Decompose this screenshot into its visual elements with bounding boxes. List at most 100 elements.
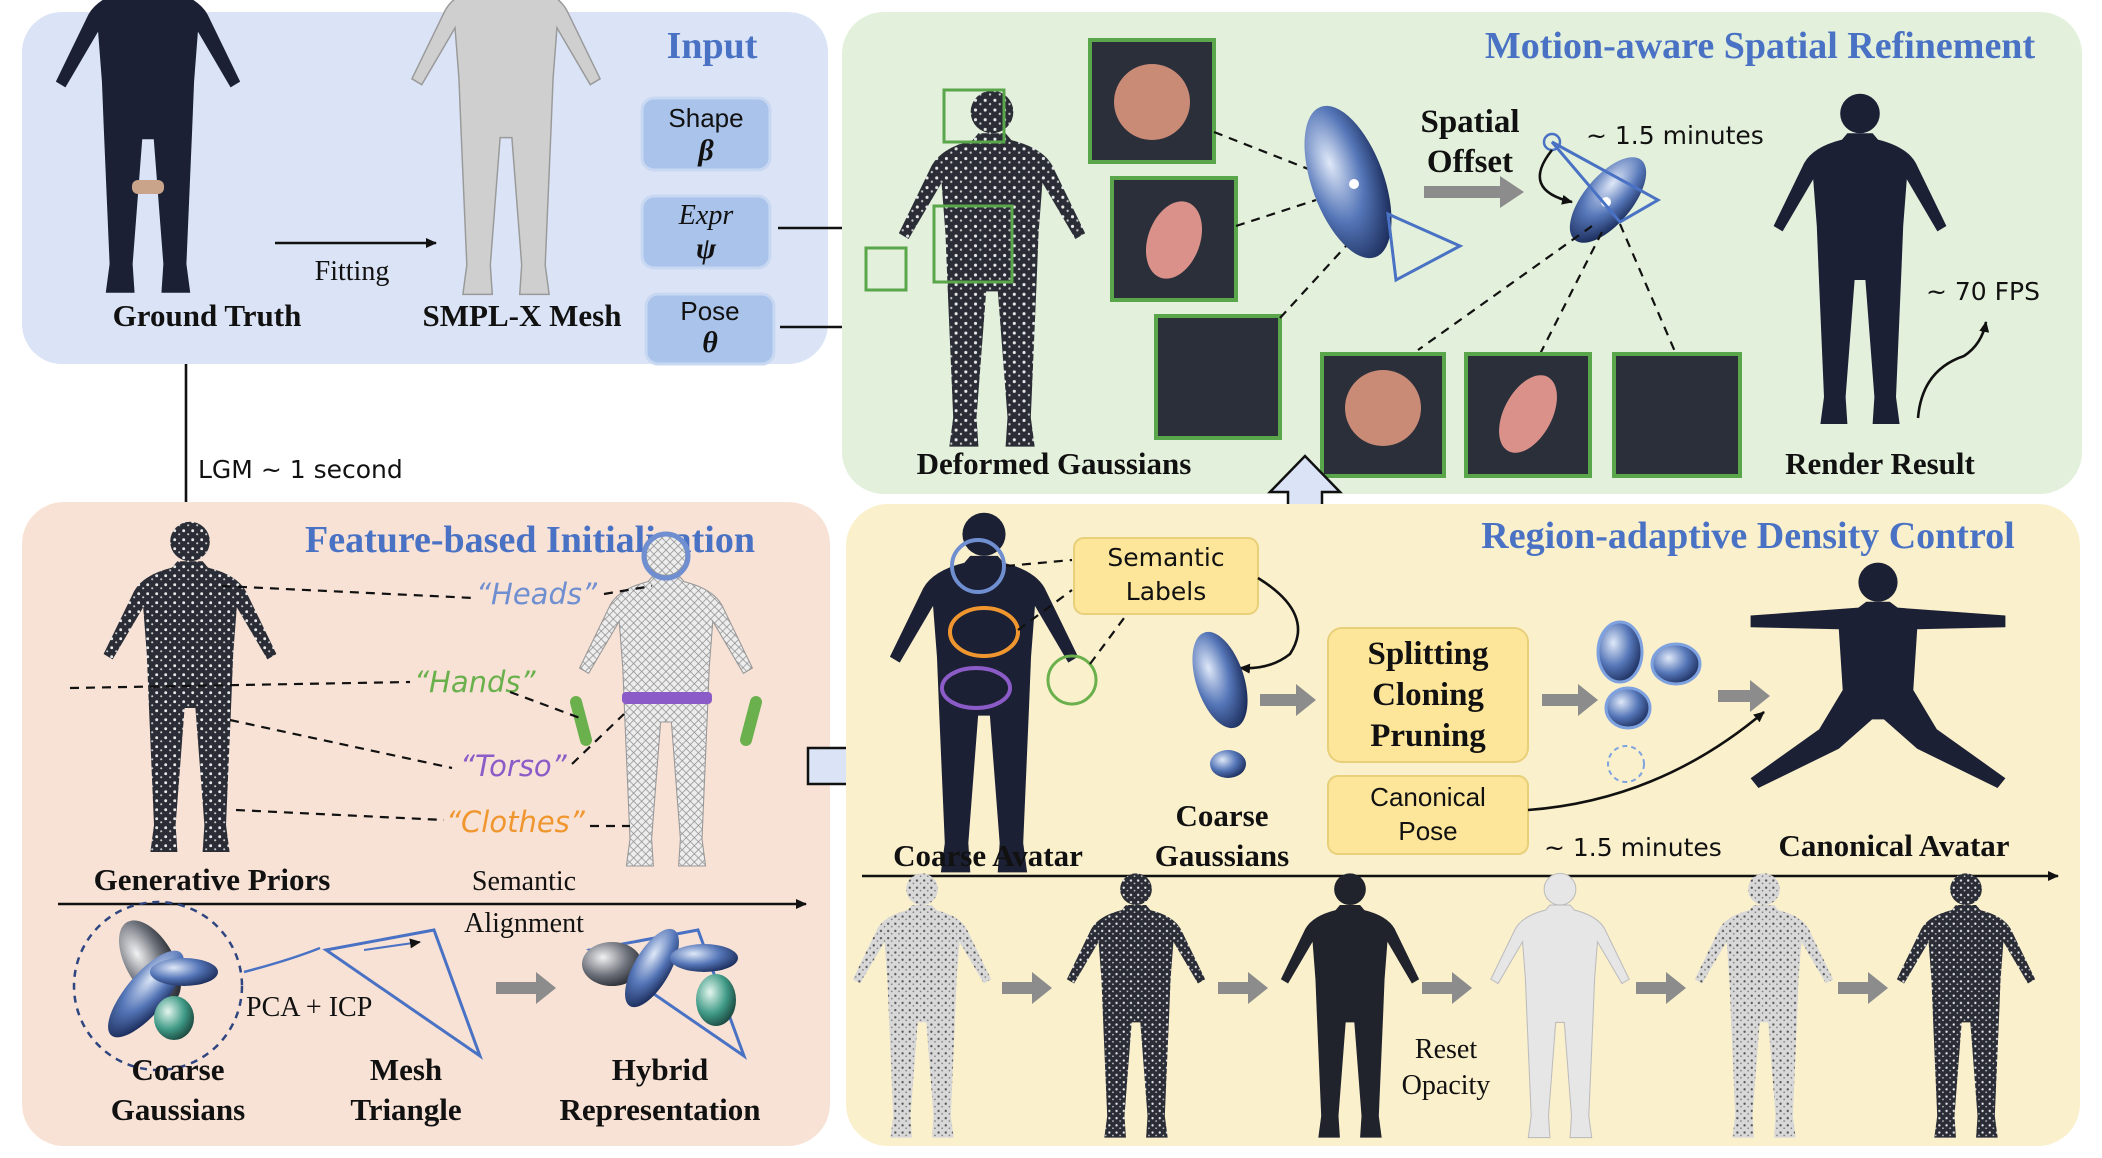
gaussian-center: [1349, 179, 1359, 189]
thumb-head-after-face: [1345, 370, 1421, 446]
mesh-triangle-shape: [322, 928, 484, 1060]
dash-after-head: [1417, 225, 1593, 351]
dash-hands-mesh: [509, 690, 581, 720]
pca-link: [243, 946, 321, 974]
focus-box-belly: [932, 204, 1014, 284]
pose-label: Pose: [680, 296, 739, 326]
density-coarse-label: Coarse: [1176, 798, 1269, 833]
to-canonical-arrow: [1718, 680, 1770, 712]
density-time-note: ~ 1.5 minutes: [1544, 833, 1722, 862]
shape-symbol: β: [697, 134, 714, 167]
focus-box-hand: [864, 246, 908, 292]
mesh-label: Mesh: [370, 1052, 442, 1087]
dash-heads-mesh: [603, 584, 653, 596]
density-sequence: Reset Opacity: [852, 872, 2036, 1139]
density-title: Region-adaptive Density Control: [1481, 515, 2014, 557]
input-title: Input: [667, 25, 758, 67]
mesh-hands-region: [570, 696, 762, 746]
fps-note: ~ 70 FPS: [1926, 277, 2040, 306]
dash-after-belly: [1618, 223, 1678, 355]
pose-word: Pose: [1398, 816, 1457, 846]
avatar-hand-ring: [1046, 654, 1098, 706]
pose-symbol: θ: [702, 326, 718, 359]
expr-label: Expr: [678, 200, 734, 231]
thumb-head-face: [1114, 64, 1190, 140]
hybrid-gauss-1: [582, 942, 642, 986]
ops-box: [1327, 627, 1529, 763]
expr-param-box: Expr ψ: [640, 194, 772, 270]
alignment-label: Alignment: [464, 908, 584, 939]
lgm-note-text: LGM ~ 1 second: [198, 455, 403, 484]
dash-sem-2: [1017, 589, 1073, 631]
offset-label: Offset: [1427, 144, 1513, 180]
opacity-label: Opacity: [1402, 1070, 1491, 1101]
dash-hands: [69, 680, 411, 690]
dash-after-hand: [1539, 231, 1603, 355]
to-ops-arrow: [1260, 684, 1316, 716]
triangle-before: [1386, 211, 1464, 283]
thumb-hand-after-shape: [1499, 375, 1557, 453]
canonical-pose-arrow: [1527, 711, 1765, 812]
dash-belly-gauss: [1279, 245, 1347, 319]
dash-sem-1: [1005, 558, 1073, 568]
seq-arrow-4: [1636, 972, 1686, 1004]
reset-label: Reset: [1415, 1034, 1477, 1065]
coarse-gauss-3: [150, 958, 218, 986]
fitting-label: Fitting: [315, 256, 390, 287]
seq-arrow-2: [1218, 972, 1268, 1004]
thumb-belly-after: [1612, 352, 1742, 478]
mesh-torso-region: [622, 692, 712, 704]
offset-curve: [1538, 149, 1573, 205]
input-panel: Input Ground Truth Fitting SMPL-X Mesh S…: [22, 0, 828, 366]
shape-param-box: Shape β: [640, 96, 772, 172]
seq-arrow-3: [1422, 972, 1472, 1004]
avatar-clothes-ring: [948, 606, 1020, 658]
focus-box-head: [942, 88, 1006, 144]
seq-arrow-1: [1002, 972, 1052, 1004]
coarse-gauss-4: [154, 996, 194, 1040]
thumb-belly-before: [1154, 314, 1282, 440]
spatial-label: Spatial: [1420, 104, 1519, 140]
semantic-word: Semantic: [1107, 543, 1224, 572]
mesh-head-region: [641, 531, 691, 581]
to-hybrid-arrow: [496, 972, 556, 1004]
belly-skin: [132, 180, 164, 194]
labels-loop-arrow: [1239, 576, 1300, 674]
generative-priors-label: Generative Priors: [94, 862, 331, 897]
input-panel-bg: [22, 12, 828, 364]
hybrid-gauss-3: [670, 944, 738, 972]
clothes-label: “Clothes”: [446, 805, 586, 839]
labels-word: Labels: [1126, 577, 1206, 606]
triangle-inner-arrow: [363, 938, 421, 951]
dash-heads: [221, 584, 475, 600]
avatar-head-ring: [950, 538, 1006, 594]
hybrid-gauss-4: [696, 974, 736, 1026]
pose-param-box: Pose θ: [644, 292, 776, 366]
cloning-label: Cloning: [1372, 677, 1484, 713]
semantic-labels-box: [1073, 537, 1259, 615]
pca-icp-label: PCA + ICP: [246, 992, 372, 1023]
dash-sem-3: [1089, 609, 1131, 665]
semantic-label: Semantic: [472, 866, 576, 897]
refined-gauss-1: [1596, 620, 1644, 684]
refined-gauss-3: [1604, 686, 1652, 730]
coarse-gauss-small: [1210, 750, 1246, 778]
representation-label: Representation: [560, 1092, 761, 1127]
feature-panel: Feature-based Initialization Generative …: [22, 502, 830, 1146]
density-gaussians-label: Gaussians: [1155, 838, 1289, 873]
smplx-mesh-label: SMPL-X Mesh: [423, 298, 622, 333]
pruned-gauss: [1607, 745, 1645, 783]
coarse-gaussians-circle: [72, 900, 244, 1072]
spatial-offset-arrow: [1424, 176, 1524, 208]
dash-clothes: [235, 808, 445, 822]
render-result-label: Render Result: [1785, 446, 1975, 481]
seq-arrow-5: [1838, 972, 1888, 1004]
dash-head-gauss: [1213, 130, 1317, 174]
gaussian-before: [1304, 105, 1392, 259]
motion-panel: Motion-aware Spatial Refinement Deformed…: [842, 12, 2082, 494]
hybrid-label: Hybrid: [612, 1052, 708, 1087]
splitting-label: Splitting: [1367, 636, 1489, 672]
canonical-avatar-label: Canonical Avatar: [1778, 828, 2009, 863]
coarse-avatar-label: Coarse Avatar: [893, 838, 1083, 873]
